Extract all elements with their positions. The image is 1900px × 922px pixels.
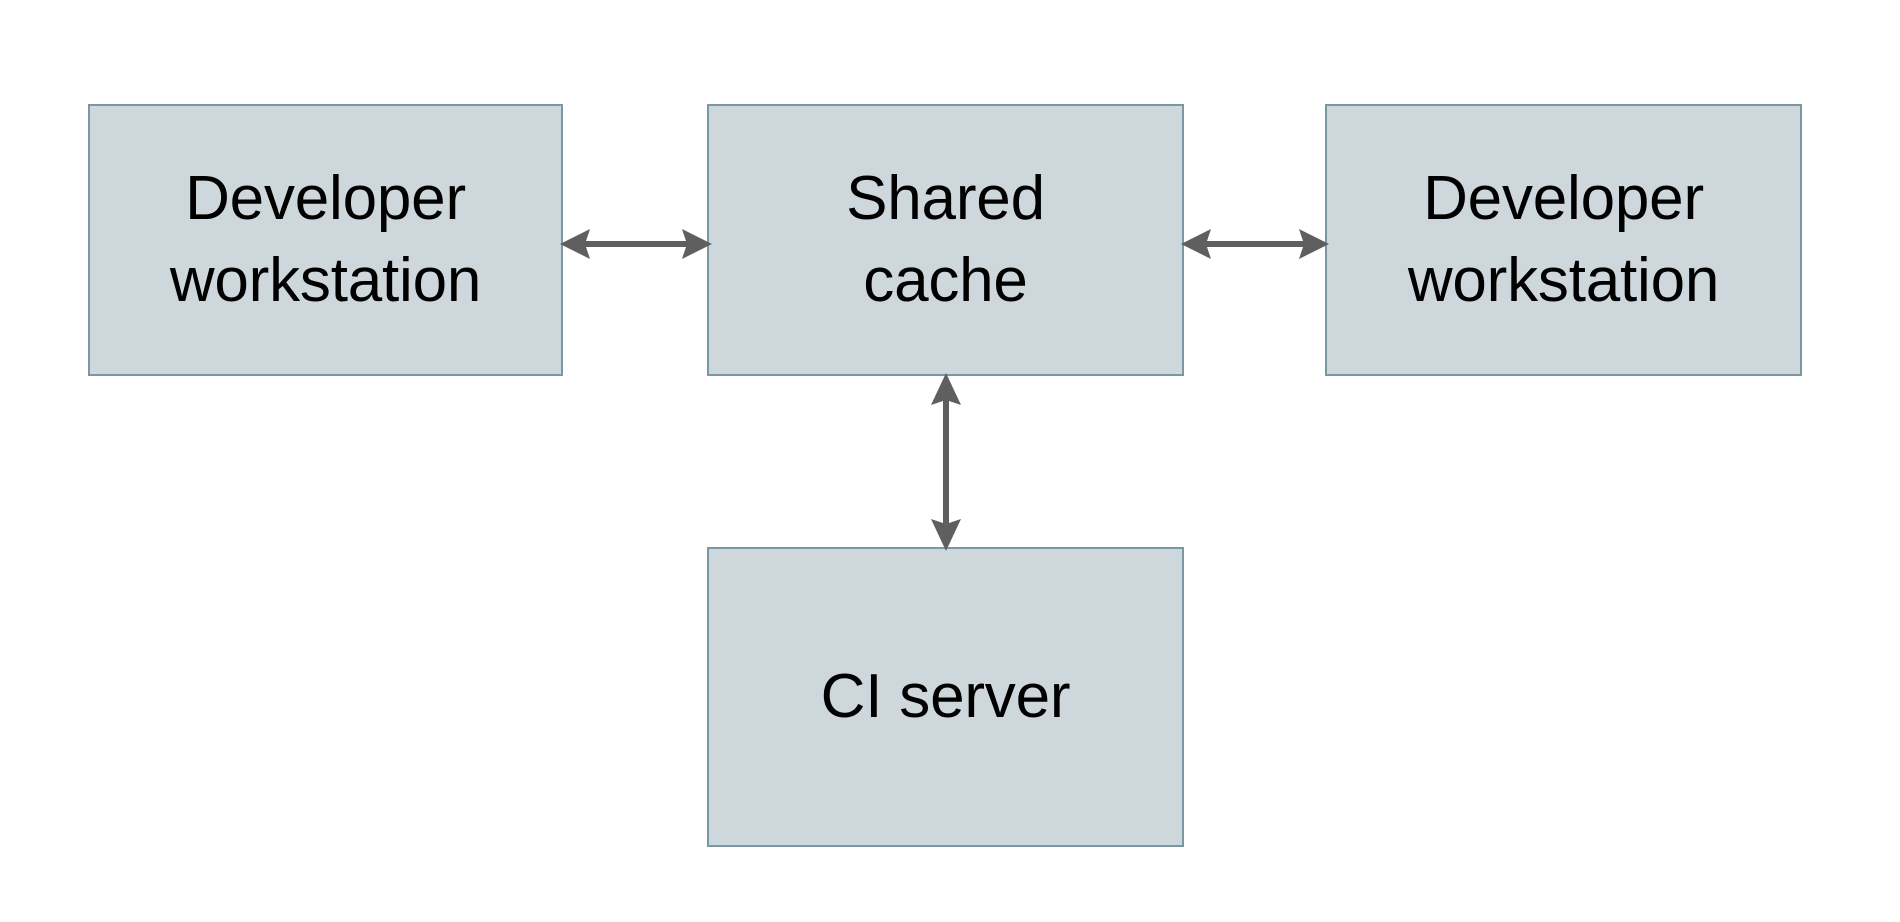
node-developer-workstation-right[interactable]: Developer workstation (1325, 104, 1802, 376)
node-label: Developer workstation (169, 164, 482, 315)
node-label: Shared cache (846, 164, 1045, 315)
bidirectional-arrow-icon (931, 373, 961, 551)
bidirectional-arrow-icon (560, 229, 712, 259)
edge-shared-cache-to-developer-right (1181, 213, 1329, 275)
edge-developer-left-to-shared-cache (560, 213, 712, 275)
node-ci-server[interactable]: CI server (707, 547, 1184, 847)
node-label: CI server (820, 662, 1071, 732)
node-label: Developer workstation (1407, 164, 1720, 315)
edge-shared-cache-to-ci-server (915, 373, 977, 551)
node-developer-workstation-left[interactable]: Developer workstation (88, 104, 563, 376)
bidirectional-arrow-icon (1181, 229, 1329, 259)
node-shared-cache[interactable]: Shared cache (707, 104, 1184, 376)
